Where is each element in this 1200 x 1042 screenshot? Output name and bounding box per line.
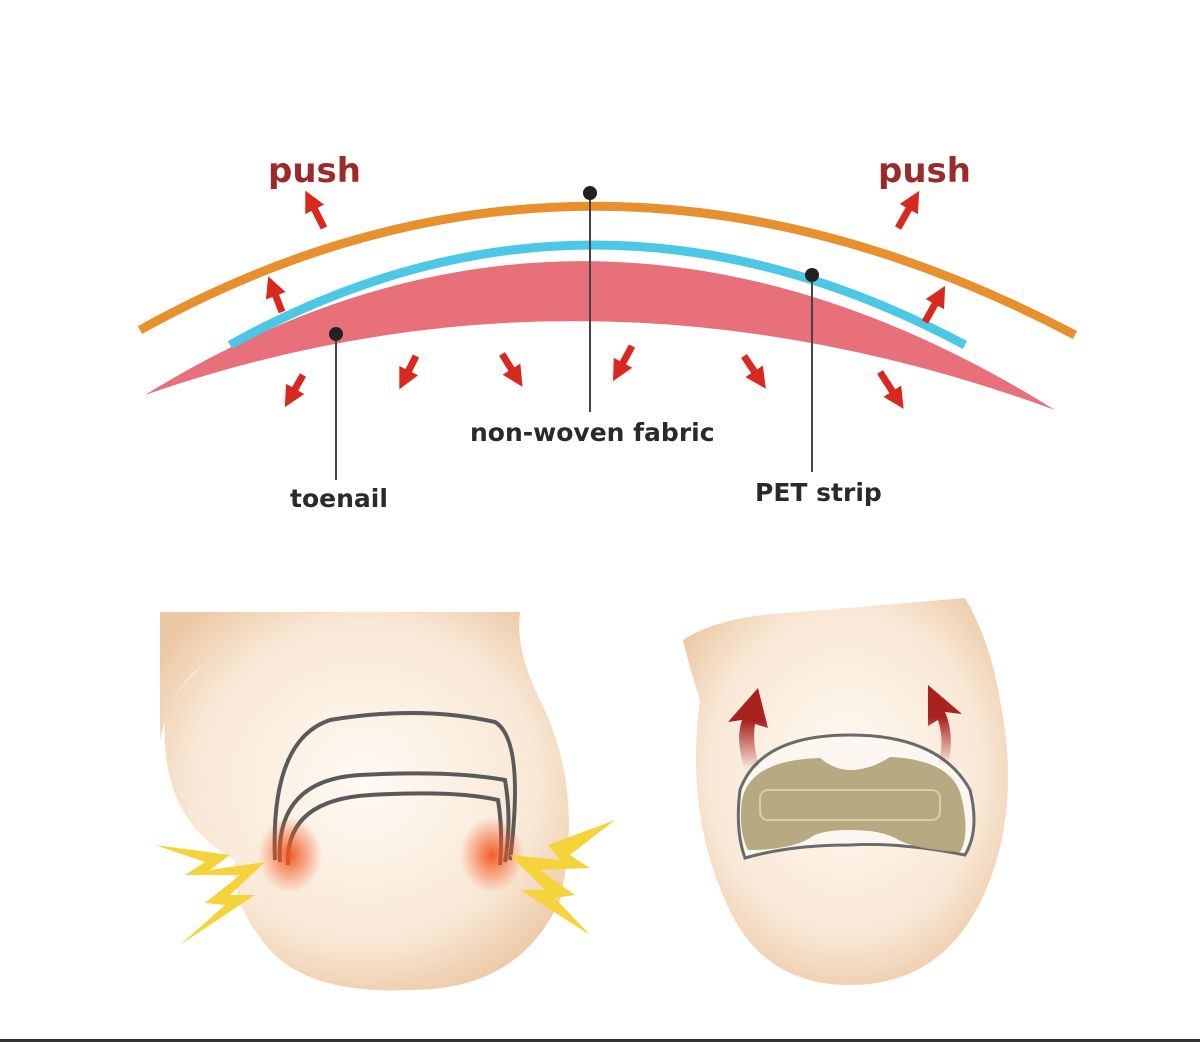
pet-strip-label: PET strip	[755, 478, 882, 507]
lift-arrow-icon	[928, 685, 962, 765]
pet-strip-layer	[227, 240, 968, 349]
corrected-toe-illustration	[683, 598, 1008, 985]
bottom-border	[0, 1039, 1200, 1042]
leader-lines	[335, 193, 813, 480]
fabric-marker	[583, 186, 597, 200]
force-arrows	[265, 190, 946, 409]
non-woven-fabric-layer	[137, 201, 1078, 339]
toenail-layer	[145, 261, 1055, 410]
ingrown-toe-illustration	[155, 612, 615, 991]
pain-spark-icon	[510, 820, 615, 935]
push-label-right: push	[878, 151, 971, 191]
toenail-marker	[329, 327, 343, 341]
toenail-label: toenail	[290, 484, 388, 513]
pain-spark-icon	[155, 845, 265, 945]
non-woven-fabric-label: non-woven fabric	[470, 418, 715, 447]
lift-arrow-icon	[728, 688, 768, 770]
pet-marker	[805, 268, 819, 282]
push-label-left: push	[268, 151, 361, 191]
